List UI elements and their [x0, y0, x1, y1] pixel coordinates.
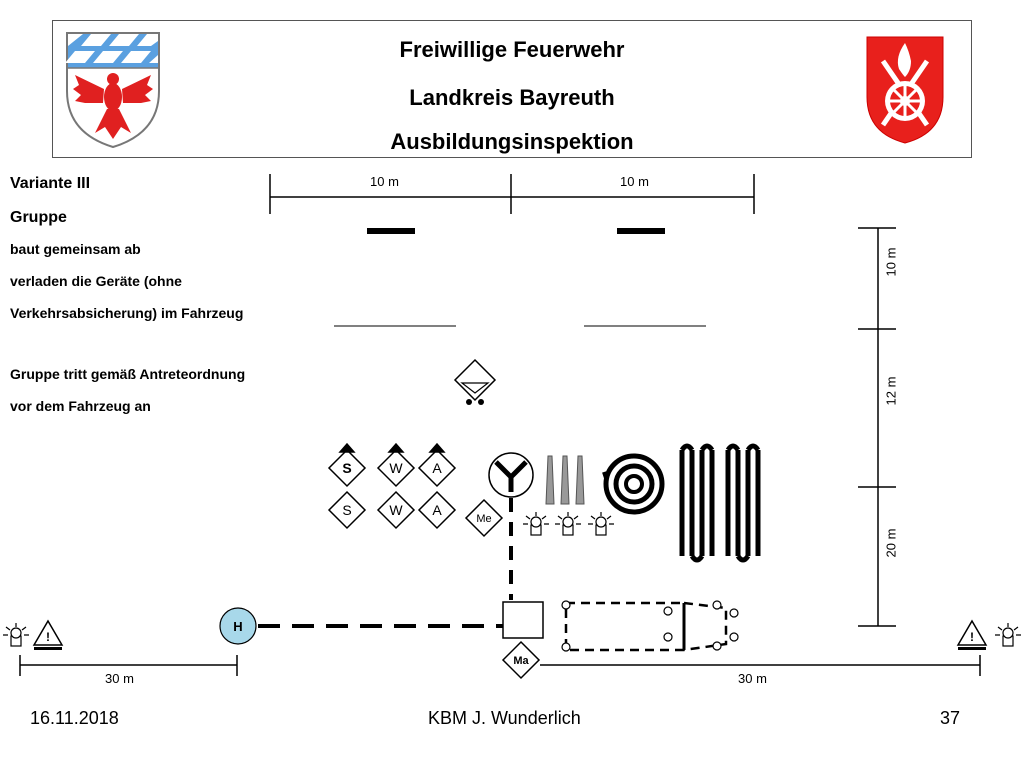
- warning-lamp-icon: [523, 512, 549, 536]
- cone-marker-left: [367, 228, 415, 234]
- description-line-4: Gruppe tritt gemäß Antreteordnung: [10, 366, 246, 382]
- footer-author: KBM J. Wunderlich: [428, 708, 581, 728]
- symbol-a-top: A: [432, 460, 442, 476]
- symbol-w-top: W: [389, 460, 403, 476]
- symbol-ma: Ma: [513, 655, 529, 667]
- squad-leader-w-top: [376, 442, 416, 488]
- page-number: 37: [940, 708, 961, 728]
- symbol-w-bottom: W: [389, 502, 403, 518]
- variant-label: Variante III: [10, 175, 91, 192]
- top-measurement: [269, 174, 755, 214]
- machinist-me-symbol: [464, 498, 504, 538]
- machinist-ma-symbol: [501, 640, 541, 680]
- footer-date: 16.11.2018: [30, 708, 119, 728]
- distributor-icon: [488, 452, 534, 498]
- cone-marker-right: [617, 228, 665, 234]
- description-line-2: verladen die Geräte (ohne: [10, 273, 182, 289]
- symbol-me: Me: [476, 513, 491, 525]
- tool-spikes-icon: [545, 455, 585, 505]
- warning-lamp-icon: [995, 623, 1021, 647]
- symbol-s-top: S: [342, 460, 351, 476]
- symbol-a-bottom: A: [432, 502, 442, 518]
- warning-lamp-icon: [555, 512, 581, 536]
- symbol-s-bottom: S: [342, 502, 351, 518]
- description-line-1: baut gemeinsam ab: [10, 241, 141, 257]
- group-label: Gruppe: [10, 209, 67, 226]
- warning-sign-right: !: [956, 619, 1021, 650]
- hydrant-symbol: [219, 607, 257, 645]
- district-coat-of-arms: [65, 32, 160, 149]
- flaked-hose-icon: [679, 443, 761, 563]
- header-line-2: Landkreis Bayreuth: [409, 85, 615, 110]
- coiled-hose-icon: [602, 453, 665, 515]
- description-line-3: Verkehrsabsicherung) im Fahrzeug: [10, 305, 244, 321]
- squad-member-s-bottom: [327, 490, 367, 530]
- dimension-bottom-left: 30 m: [105, 671, 134, 686]
- dimension-top-right: 10 m: [620, 174, 649, 189]
- warning-triangle-icon: [32, 619, 64, 646]
- svg-text:!: !: [970, 630, 974, 644]
- group-leader-icon: [453, 358, 497, 405]
- warning-lamp-icon: [3, 623, 29, 647]
- header-line-1: Freiwillige Feuerwehr: [399, 37, 625, 62]
- header-line-3: Ausbildungsinspektion: [390, 129, 634, 154]
- squad-leader-a-top: [417, 442, 457, 488]
- svg-text:!: !: [46, 630, 50, 644]
- right-measurement: [858, 227, 896, 627]
- warning-triangle-icon: [956, 619, 988, 646]
- warning-sign-left: !: [3, 619, 64, 650]
- squad-leader-s-top: [327, 442, 367, 488]
- fire-brigade-emblem-icon: [866, 36, 944, 144]
- dimension-top-left: 10 m: [370, 174, 399, 189]
- squad-member-a-bottom: [417, 490, 457, 530]
- warning-lamp-row: [523, 512, 614, 536]
- warning-lamp-icon: [588, 512, 614, 536]
- squad-member-w-bottom: [376, 490, 416, 530]
- bottom-left-measurement: [19, 655, 238, 676]
- description-line-5: vor dem Fahrzeug an: [10, 398, 151, 414]
- pump-symbol: [502, 601, 544, 639]
- dimension-bottom-right: 30 m: [738, 671, 767, 686]
- symbol-h: H: [233, 619, 242, 634]
- fire-vehicle-outline: [564, 601, 728, 652]
- header-box: Freiwillige Feuerwehr Landkreis Bayreuth…: [52, 20, 972, 158]
- bottom-right-measurement: [540, 655, 981, 676]
- vehicle-wheels: [561, 600, 739, 652]
